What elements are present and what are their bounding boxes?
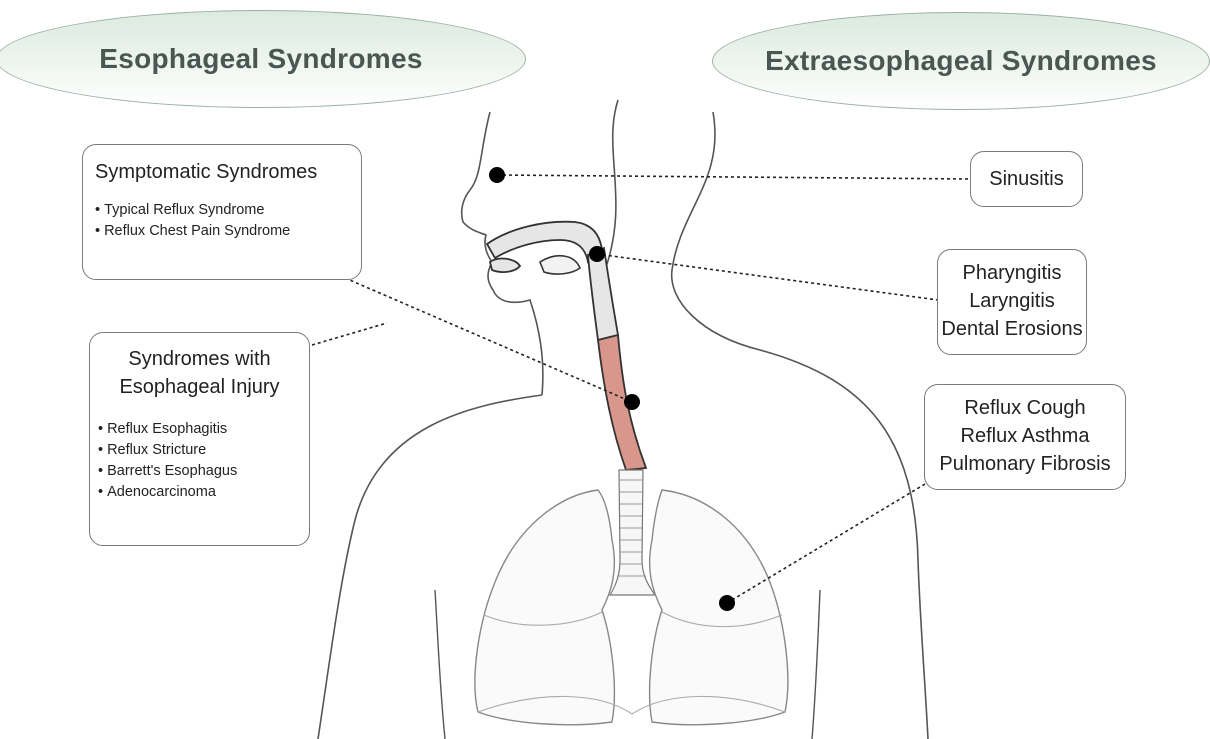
throat-line: Laryngitis xyxy=(938,287,1086,315)
pulmonary-syndromes-box: Reflux Cough Reflux Asthma Pulmonary Fib… xyxy=(924,384,1126,490)
lung-lines: Reflux Cough Reflux Asthma Pulmonary Fib… xyxy=(925,394,1125,478)
oral-cavity xyxy=(490,259,520,273)
connector-sinus xyxy=(497,175,972,179)
symptomatic-title: Symptomatic Syndromes xyxy=(95,161,349,184)
list-item: Reflux Stricture xyxy=(98,440,301,461)
left-lung xyxy=(475,490,614,725)
esophageal-header-text: Esophageal Syndromes xyxy=(99,43,422,75)
injury-title-line1: Syndromes with xyxy=(98,345,301,373)
list-item: Barrett's Esophagus xyxy=(98,461,301,482)
extraesophageal-syndromes-header: Extraesophageal Syndromes xyxy=(712,12,1210,110)
esophagus-marker xyxy=(624,394,640,410)
lung-line: Reflux Asthma xyxy=(925,422,1125,450)
right-arm-inner xyxy=(812,590,820,739)
esophageal-injury-box: Syndromes with Esophageal Injury Reflux … xyxy=(89,332,310,546)
symptomatic-list: Typical Reflux Syndrome Reflux Chest Pai… xyxy=(95,200,349,242)
esophageal-syndromes-header: Esophageal Syndromes xyxy=(0,10,526,108)
throat-line: Pharyngitis xyxy=(938,259,1086,287)
symptomatic-syndromes-box: Symptomatic Syndromes Typical Reflux Syn… xyxy=(82,144,362,280)
connector-injury xyxy=(312,323,387,345)
lung-marker xyxy=(719,595,735,611)
extraesophageal-header-text: Extraesophageal Syndromes xyxy=(765,45,1157,77)
injury-list: Reflux Esophagitis Reflux Stricture Barr… xyxy=(98,419,301,503)
connector-symptomatic xyxy=(345,278,632,402)
right-lung xyxy=(650,490,788,725)
connector-lung xyxy=(727,478,935,603)
lung-line: Reflux Cough xyxy=(925,394,1125,422)
list-item: Reflux Esophagitis xyxy=(98,419,301,440)
throat-line: Dental Erosions xyxy=(938,315,1086,343)
list-item: Typical Reflux Syndrome xyxy=(95,200,349,221)
left-arm-inner xyxy=(435,590,445,739)
nasal-airway xyxy=(487,222,602,262)
sinus-marker xyxy=(489,167,505,183)
list-item: Reflux Chest Pain Syndrome xyxy=(95,221,349,242)
list-item: Adenocarcinoma xyxy=(98,482,301,503)
throat-lines: Pharyngitis Laryngitis Dental Erosions xyxy=(938,259,1086,343)
sinusitis-label: Sinusitis xyxy=(989,168,1063,191)
injury-title: Syndromes with Esophageal Injury xyxy=(98,345,301,401)
pharynx xyxy=(588,248,618,340)
injury-title-line2: Esophageal Injury xyxy=(98,373,301,401)
connector-throat xyxy=(597,254,938,300)
throat-syndromes-box: Pharyngitis Laryngitis Dental Erosions xyxy=(937,249,1087,355)
tongue xyxy=(540,256,580,274)
sinusitis-box: Sinusitis xyxy=(970,151,1083,207)
throat-marker xyxy=(589,246,605,262)
lung-line: Pulmonary Fibrosis xyxy=(925,450,1125,478)
